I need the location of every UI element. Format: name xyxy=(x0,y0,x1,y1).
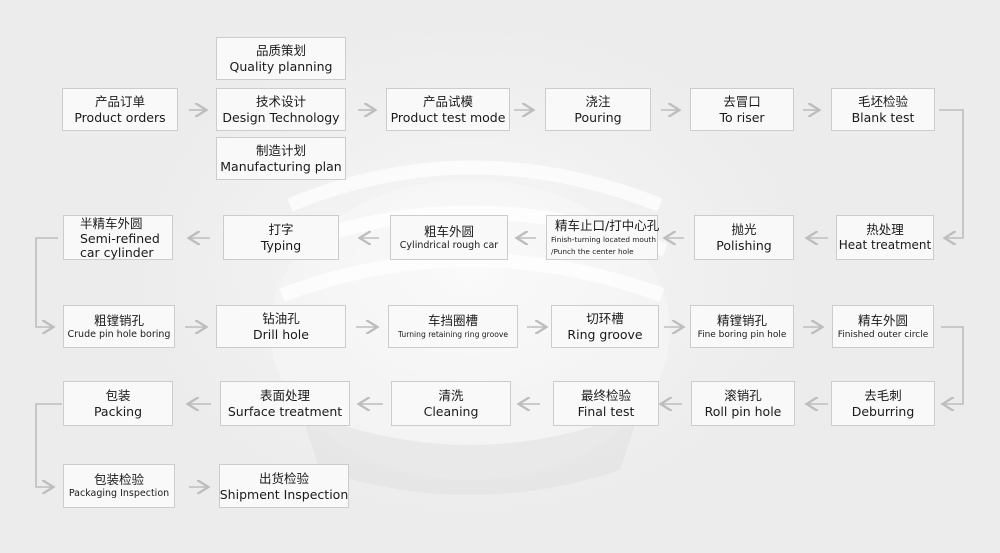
step-design-technology-zh: 技术设计 xyxy=(255,94,306,109)
step-finish-turning-en1: Finish-turning located mouth xyxy=(551,234,656,244)
step-fine-boring-en: Fine boring pin hole xyxy=(697,329,787,340)
step-quality-planning-zh: 品质策划 xyxy=(255,43,306,58)
step-polishing-en: Polishing xyxy=(716,238,772,253)
step-finished-outer-zh: 精车外圆 xyxy=(857,312,908,328)
step-shipment-inspection-en: Shipment Inspection xyxy=(219,486,349,502)
step-semi-refined-zh: 半精车外圆 xyxy=(80,215,143,231)
step-cylindrical-rough-zh: 粗车外圆 xyxy=(423,223,474,239)
step-packing-en: Packing xyxy=(93,404,143,419)
step-quality-planning: 品质策划 Quality planning xyxy=(216,37,346,80)
step-roll-pin-hole: 滚销孔 Roll pin hole xyxy=(691,381,795,426)
step-packaging-inspection-en: Packaging Inspection xyxy=(68,488,170,499)
step-ring-groove-en: Ring groove xyxy=(567,327,643,342)
step-packing-zh: 包装 xyxy=(105,388,131,403)
step-finished-outer: 精车外圆 Finished outer circle xyxy=(832,305,934,348)
step-to-riser-en: To riser xyxy=(719,110,765,125)
step-product-orders: 产品订单 Product orders xyxy=(62,88,178,131)
step-packaging-inspection-zh: 包装检验 xyxy=(93,472,144,487)
step-roll-pin-hole-zh: 滚销孔 xyxy=(724,388,762,403)
step-turning-retaining: 车挡圈槽 Turning retaining ring groove xyxy=(388,305,518,348)
step-drill-hole-zh: 钻油孔 xyxy=(262,311,300,326)
step-fine-boring-zh: 精镗销孔 xyxy=(716,312,767,328)
step-pouring: 浇注 Pouring xyxy=(545,88,651,131)
step-shipment-inspection-zh: 出货检验 xyxy=(258,470,309,486)
step-cylindrical-rough: 粗车外圆 Cylindrical rough car xyxy=(390,215,508,260)
step-cleaning-en: Cleaning xyxy=(423,404,479,419)
step-to-riser: 去冒口 To riser xyxy=(690,88,794,131)
step-cleaning-zh: 清洗 xyxy=(438,388,464,403)
step-fine-boring: 精镗销孔 Fine boring pin hole xyxy=(690,305,794,348)
step-shipment-inspection: 出货检验 Shipment Inspection xyxy=(219,464,349,508)
step-product-orders-zh: 产品订单 xyxy=(94,94,145,109)
step-polishing: 抛光 Polishing xyxy=(694,215,794,260)
step-blank-test-en: Blank test xyxy=(851,110,915,125)
step-ring-groove: 切环槽 Ring groove xyxy=(551,305,659,348)
step-to-riser-zh: 去冒口 xyxy=(723,94,761,109)
step-surface-treatment-en: Surface treatment xyxy=(227,404,343,419)
step-finished-outer-en: Finished outer circle xyxy=(837,329,929,340)
step-heat-treatment: 热处理 Heat treatment xyxy=(836,215,934,260)
step-surface-treatment-zh: 表面处理 xyxy=(259,388,310,403)
step-product-orders-en: Product orders xyxy=(74,110,166,125)
step-product-test-mode-zh: 产品试模 xyxy=(422,94,473,109)
step-pouring-en: Pouring xyxy=(574,110,622,125)
step-typing: 打字 Typing xyxy=(223,215,339,260)
step-heat-treatment-en: Heat treatment xyxy=(838,238,932,252)
step-turning-retaining-en: Turning retaining ring groove xyxy=(397,329,509,339)
step-finish-turning: 精车止口/打中心孔 Finish-turning located mouth /… xyxy=(546,215,660,260)
step-manufacturing-plan: 制造计划 Manufacturing plan xyxy=(216,137,346,180)
step-crude-pin-boring-en: Crude pin hole boring xyxy=(67,328,171,340)
step-typing-zh: 打字 xyxy=(268,222,294,237)
step-drill-hole-en: Drill hole xyxy=(253,327,309,342)
step-design-technology: 技术设计 Design Technology xyxy=(216,88,346,131)
step-product-test-mode: 产品试模 Product test mode xyxy=(386,88,510,131)
step-semi-refined: 半精车外圆 Semi-refined car cylinder xyxy=(63,215,173,260)
step-final-test-zh: 最终检验 xyxy=(580,388,631,403)
step-drill-hole: 钻油孔 Drill hole xyxy=(216,305,346,348)
step-finish-turning-zh: 精车止口/打中心孔 xyxy=(555,217,660,233)
step-semi-refined-en2: car cylinder xyxy=(80,244,154,260)
step-product-test-mode-en: Product test mode xyxy=(390,110,506,125)
step-deburring: 去毛刺 Deburring xyxy=(831,381,935,426)
step-polishing-zh: 抛光 xyxy=(731,222,757,237)
step-crude-pin-boring-zh: 粗镗销孔 xyxy=(93,312,144,328)
step-heat-treatment-zh: 热处理 xyxy=(866,222,904,237)
connector-blank-heat xyxy=(939,109,964,238)
step-design-technology-en: Design Technology xyxy=(222,110,340,125)
connector-packing-pkginspect xyxy=(35,403,62,487)
connector-finished-deburring xyxy=(941,326,964,404)
step-final-test-en: Final test xyxy=(577,404,635,419)
step-cleaning: 清洗 Cleaning xyxy=(391,381,511,426)
step-blank-test: 毛坯检验 Blank test xyxy=(831,88,935,131)
step-pouring-zh: 浇注 xyxy=(585,94,611,109)
step-finish-turning-en2: /Punch the center hole xyxy=(551,246,634,256)
step-manufacturing-plan-en: Manufacturing plan xyxy=(220,159,342,174)
step-packaging-inspection: 包装检验 Packaging Inspection xyxy=(63,464,175,508)
step-manufacturing-plan-zh: 制造计划 xyxy=(255,143,306,158)
step-roll-pin-hole-en: Roll pin hole xyxy=(704,404,782,419)
step-quality-planning-en: Quality planning xyxy=(229,59,333,74)
step-deburring-zh: 去毛刺 xyxy=(864,388,902,403)
step-final-test: 最终检验 Final test xyxy=(553,381,659,426)
step-ring-groove-zh: 切环槽 xyxy=(586,311,624,326)
step-turning-retaining-zh: 车挡圈槽 xyxy=(427,312,478,328)
step-semi-refined-en1: Semi-refined xyxy=(80,230,160,246)
step-crude-pin-boring: 粗镗销孔 Crude pin hole boring xyxy=(63,305,175,348)
connector-semirefined-crude xyxy=(35,237,58,327)
step-deburring-en: Deburring xyxy=(851,404,915,419)
step-surface-treatment: 表面处理 Surface treatment xyxy=(220,381,350,426)
step-blank-test-zh: 毛坯检验 xyxy=(857,94,908,109)
step-typing-en: Typing xyxy=(260,238,302,253)
step-cylindrical-rough-en: Cylindrical rough car xyxy=(399,239,499,251)
step-packing: 包装 Packing xyxy=(63,381,173,426)
